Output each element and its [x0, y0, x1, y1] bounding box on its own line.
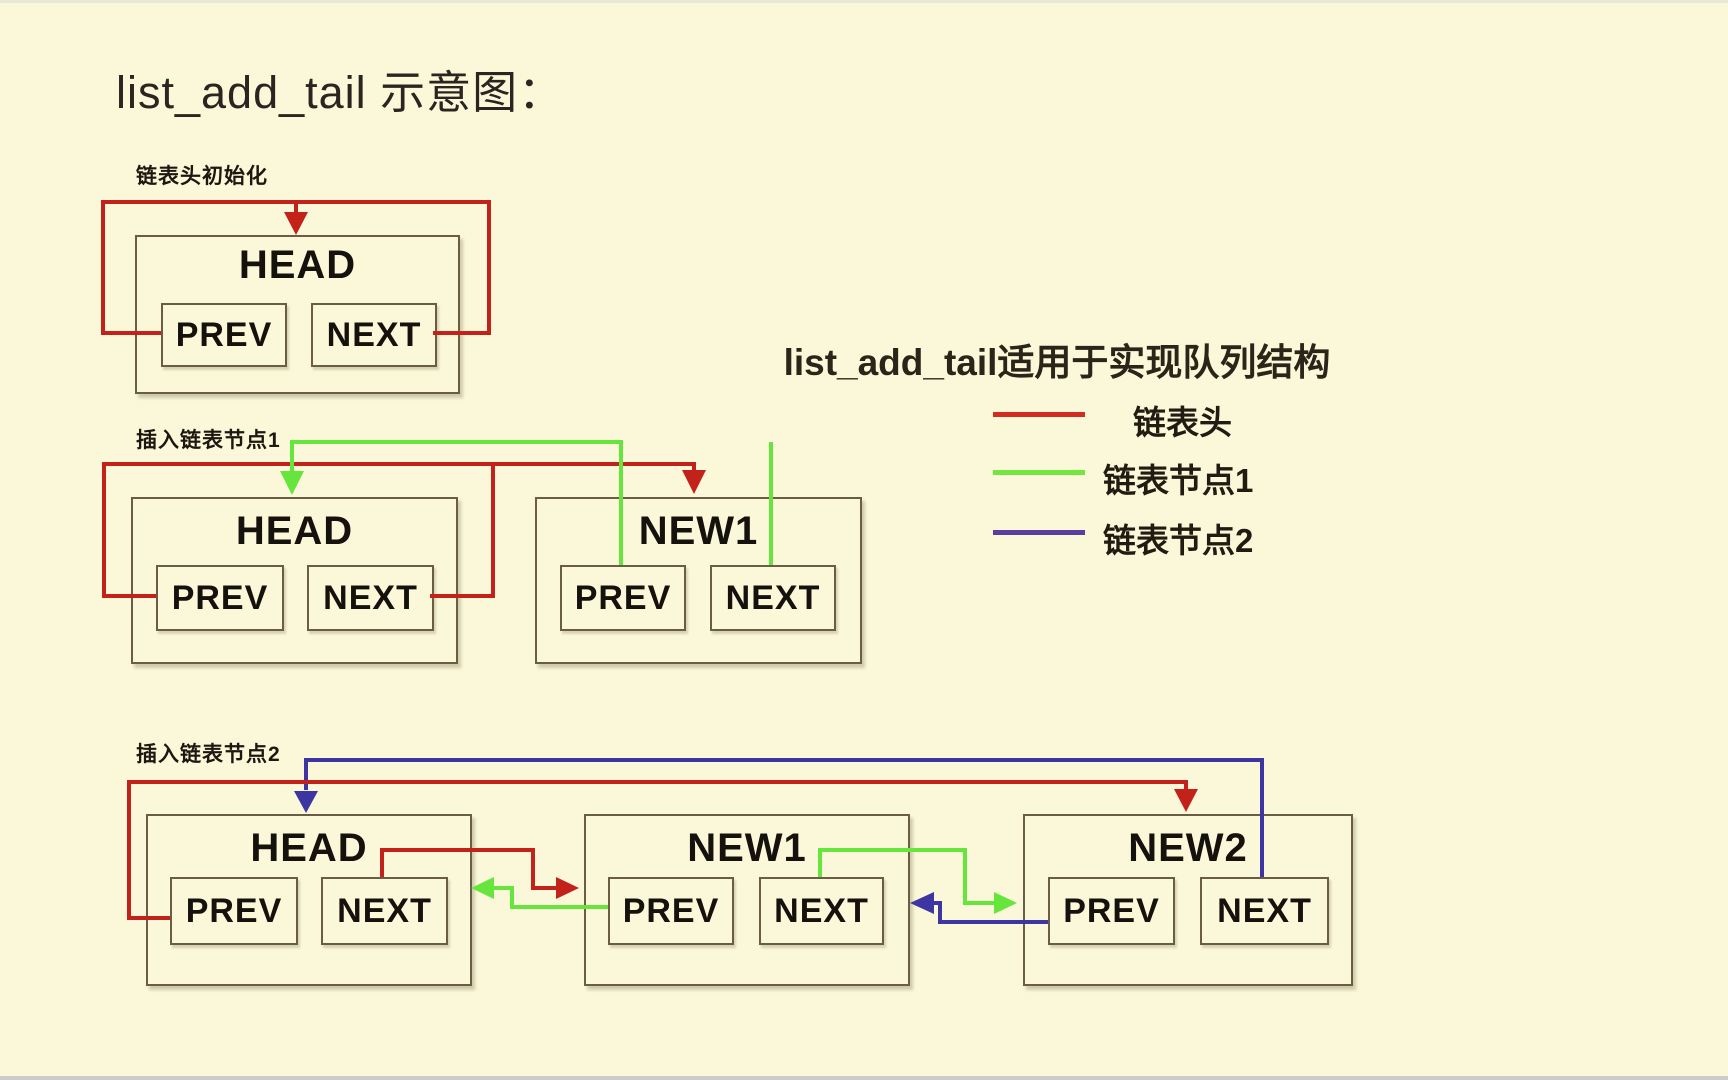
diagram2-new1-node: NEW1 PREV NEXT — [535, 497, 862, 664]
diagram3-new2-prev-cell: PREV — [1048, 877, 1175, 945]
diagram3-label: 插入链表节点2 — [136, 743, 281, 766]
arrowhead-d2-into-new1 — [682, 470, 706, 494]
diagram1-head-next-cell: NEXT — [311, 303, 437, 367]
legend-label-head: 链表头 — [1133, 404, 1232, 441]
legend-swatch-node2 — [993, 530, 1085, 535]
diagram1-label: 链表头初始化 — [136, 165, 268, 188]
arrowhead-d3-into-new1-right — [910, 892, 934, 914]
arrowhead-d2-into-head — [280, 471, 304, 495]
diagram2-head-title: HEAD — [235, 509, 354, 553]
diagram3-new2-next-cell: NEXT — [1200, 877, 1329, 945]
legend-swatch-node1 — [993, 470, 1085, 475]
diagram3-new1-prev-cell: PREV — [608, 877, 734, 945]
diagram2-head-node: HEAD PREV NEXT — [131, 497, 458, 664]
diagram2-new1-title: NEW1 — [638, 509, 759, 553]
page-title: list_add_tail 示意图： — [116, 67, 565, 118]
diagram3-new1-title: NEW1 — [687, 826, 807, 870]
top-edge-strip — [0, 0, 1728, 3]
diagram2-head-next-cell: NEXT — [307, 565, 434, 631]
bottom-edge-strip — [0, 1076, 1728, 1080]
diagram3-new2-node: NEW2 PREV NEXT — [1023, 814, 1353, 986]
legend-label-node1: 链表节点1 — [1103, 462, 1254, 499]
diagram3-new1-node: NEW1 PREV NEXT — [584, 814, 910, 986]
diagram1-head-title: HEAD — [238, 243, 357, 287]
arrowhead-d3-into-new1-left — [556, 877, 579, 899]
diagram3-head-title: HEAD — [250, 826, 368, 870]
legend-label-node2: 链表节点2 — [1103, 522, 1254, 559]
diagram2-new1-next-cell: NEXT — [710, 565, 836, 631]
arrowhead-d3-into-new2-top — [1174, 789, 1198, 812]
diagram2-head-prev-cell: PREV — [156, 565, 284, 631]
legend-swatch-head — [993, 412, 1085, 417]
diagram3-head-next-cell: NEXT — [321, 877, 448, 945]
diagram3-new2-title: NEW2 — [1128, 826, 1248, 870]
diagram3-new1-next-cell: NEXT — [759, 877, 884, 945]
diagram3-head-prev-cell: PREV — [170, 877, 298, 945]
arrowhead-d1-into-head — [284, 212, 308, 235]
diagram1-head-node: HEAD PREV NEXT — [135, 235, 460, 394]
diagram3-head-node: HEAD PREV NEXT — [146, 814, 472, 986]
arrowhead-d3-into-new2-left — [994, 892, 1017, 914]
diagram1-head-prev-cell: PREV — [161, 303, 287, 367]
diagram2-label: 插入链表节点1 — [136, 429, 281, 452]
legend-title: list_add_tail适用于实现队列结构 — [783, 342, 1331, 383]
arrowhead-d3-into-head-right — [471, 877, 494, 899]
arrowhead-d3-into-head-top — [294, 791, 318, 813]
diagram2-new1-prev-cell: PREV — [560, 565, 686, 631]
